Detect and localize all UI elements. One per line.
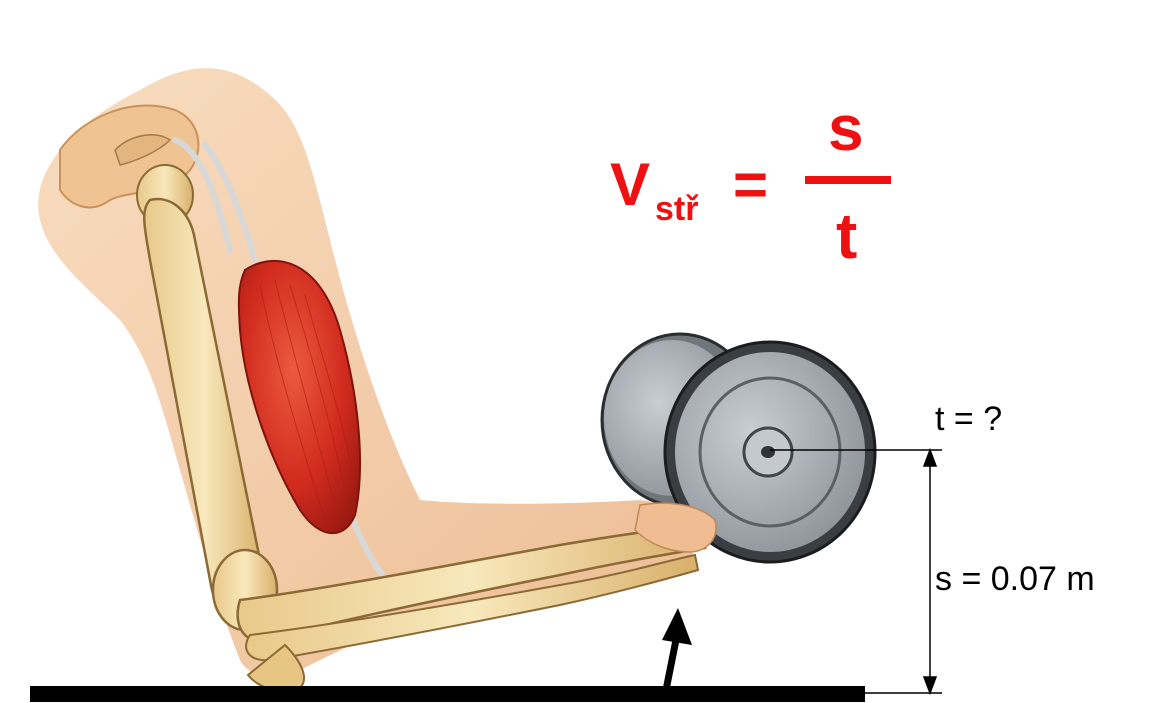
formula-numerator: s: [828, 92, 864, 164]
formula-variable: V: [610, 151, 650, 218]
distance-label: s = 0.07 m: [935, 560, 1095, 598]
floor-line: [30, 686, 865, 702]
formula-subscript: stř: [655, 190, 699, 228]
formula-fraction-bar: [805, 176, 891, 184]
upward-force-arrow-icon: [662, 608, 692, 690]
time-label: t = ?: [935, 400, 1002, 438]
formula-equals: =: [733, 151, 768, 218]
velocity-formula: V stř = s t: [610, 92, 891, 272]
formula-denominator: t: [836, 200, 857, 272]
